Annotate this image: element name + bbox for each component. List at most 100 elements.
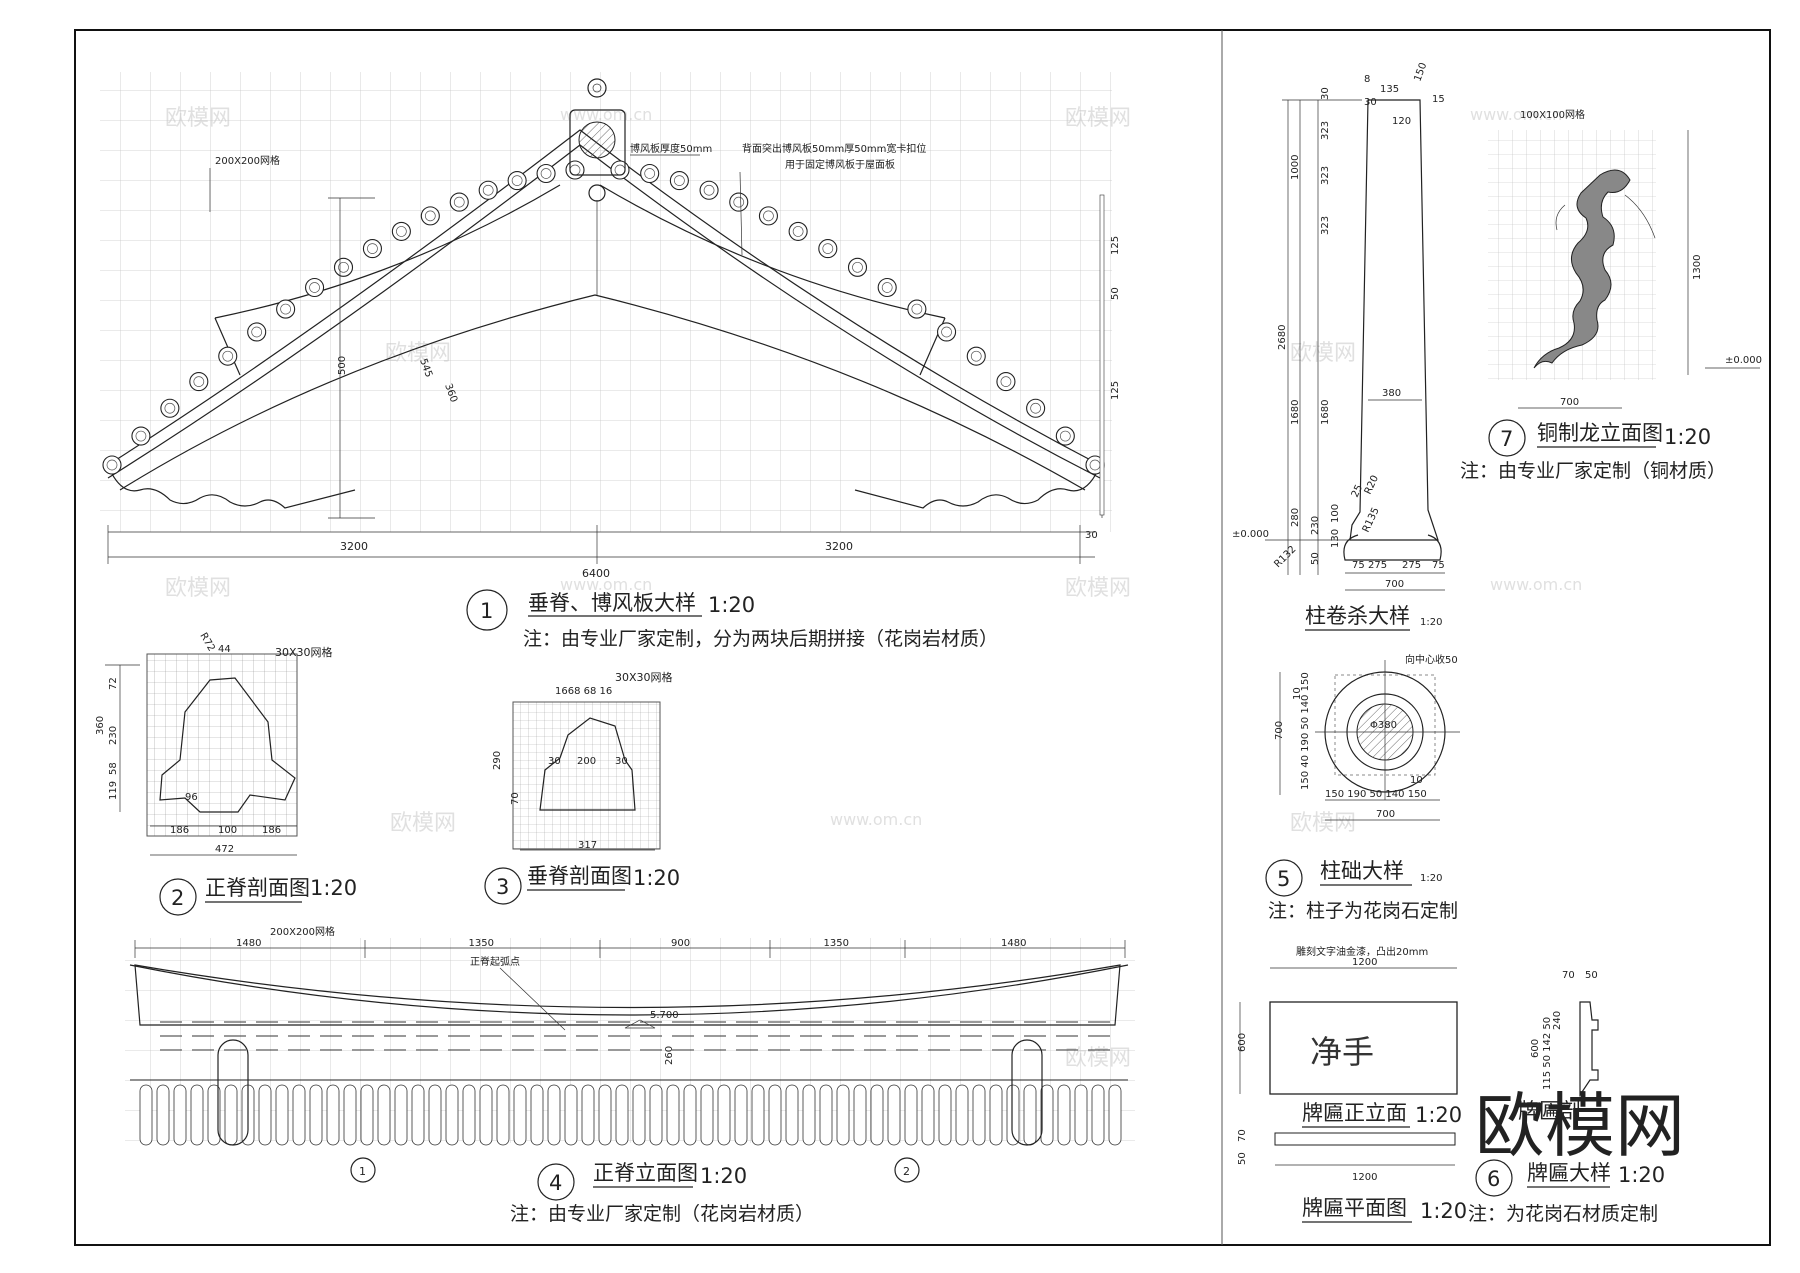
svg-text:700: 700 bbox=[1385, 579, 1404, 590]
ridge-tile bbox=[904, 1084, 918, 1146]
watermark-url: www.om.cn bbox=[1470, 105, 1562, 124]
panel-4-number: 4 bbox=[549, 1171, 562, 1195]
ridge-tile bbox=[581, 1084, 595, 1146]
roof-tile bbox=[610, 160, 630, 180]
ridge-tile bbox=[377, 1084, 391, 1146]
ridge-dim: 1480 bbox=[1001, 938, 1026, 949]
ridge-tile bbox=[139, 1084, 153, 1146]
plaque-text: 净手 bbox=[1310, 1033, 1374, 1071]
svg-text:1680: 1680 bbox=[1290, 400, 1301, 425]
ridge-tile bbox=[1057, 1084, 1071, 1146]
roof-tile bbox=[449, 192, 469, 212]
panel-2-number: 2 bbox=[171, 886, 184, 910]
panel-3-scale: 1:20 bbox=[633, 866, 680, 890]
dim-left-half: 3200 bbox=[340, 540, 368, 553]
ridge-tile bbox=[479, 1084, 493, 1146]
svg-text:44: 44 bbox=[218, 644, 231, 655]
svg-text:75: 75 bbox=[1352, 560, 1365, 571]
sheet-border bbox=[74, 29, 1771, 1246]
callout-backing-1: 背面突出博风板50mm厚50mm宽卡扣位 bbox=[742, 142, 926, 155]
svg-text:150 40 190 50 140 150: 150 40 190 50 140 150 bbox=[1300, 672, 1311, 790]
panel-7-scale: 1:20 bbox=[1664, 425, 1711, 449]
svg-text:119: 119 bbox=[108, 781, 119, 800]
ridge-tiles-row bbox=[130, 1079, 1128, 1146]
svg-text:75: 75 bbox=[1432, 560, 1445, 571]
panel-1-note: 注：由专业厂家定制，分为两块后期拼接（花岗岩材质） bbox=[523, 628, 998, 650]
roof-tile bbox=[305, 277, 325, 298]
svg-text:50: 50 bbox=[1310, 552, 1321, 565]
roof-tile bbox=[847, 257, 868, 277]
grid-label: 200X200网格 bbox=[215, 154, 280, 167]
roof-tile bbox=[507, 171, 527, 191]
side-title: 牌匾剖 bbox=[1518, 1099, 1581, 1123]
panel-1-number: 1 bbox=[480, 599, 493, 623]
ridge-tile bbox=[632, 1084, 646, 1146]
panel-1-scale: 1:20 bbox=[708, 593, 755, 617]
ridge-tile bbox=[836, 1084, 850, 1146]
panel-6-scale: 1:20 bbox=[1618, 1163, 1665, 1187]
svg-text:125: 125 bbox=[1110, 381, 1121, 400]
ridge-tile bbox=[955, 1084, 969, 1146]
svg-text:280: 280 bbox=[1290, 508, 1301, 527]
svg-text:100: 100 bbox=[1330, 504, 1341, 523]
dragon-figure bbox=[1533, 169, 1631, 369]
panel-2-scale: 1:20 bbox=[310, 876, 357, 900]
svg-text:96: 96 bbox=[185, 792, 198, 803]
watermark-url: www.om.cn bbox=[1490, 575, 1582, 594]
roof-tile bbox=[1026, 398, 1046, 418]
roof-tile bbox=[276, 299, 296, 319]
svg-text:130: 130 bbox=[1330, 529, 1341, 548]
watermark-url: www.om.cn bbox=[830, 810, 922, 829]
panel-3-number: 3 bbox=[496, 875, 509, 899]
svg-text:360: 360 bbox=[95, 716, 106, 735]
svg-text:323: 323 bbox=[1320, 216, 1331, 235]
front-title: 牌匾正立面 bbox=[1302, 1101, 1407, 1125]
panel-1-ridge-barge-detail: 200X200网格 博风板厚度50mm 背面突出博风板50mm厚50mm宽卡扣位… bbox=[100, 72, 1121, 650]
ridge-tile bbox=[258, 1084, 272, 1146]
axis-2: 2 bbox=[903, 1165, 910, 1178]
panel-1-title: 垂脊、博风板大样 bbox=[528, 591, 696, 615]
svg-text:1200: 1200 bbox=[1352, 957, 1377, 968]
roof-tile bbox=[640, 163, 660, 184]
column-mid-width: 380 bbox=[1382, 388, 1401, 399]
plaque-plan bbox=[1274, 1132, 1456, 1146]
panel-6-note: 注：为花岗石材质定制 bbox=[1468, 1203, 1658, 1225]
ridge-tile bbox=[802, 1084, 816, 1146]
panel-5-number: 5 bbox=[1277, 867, 1290, 891]
ridge-tile bbox=[530, 1084, 544, 1146]
ridge-tile bbox=[1074, 1084, 1088, 1146]
ridge-tile bbox=[1006, 1084, 1020, 1146]
svg-text:230: 230 bbox=[1310, 516, 1321, 535]
ridge-tile bbox=[853, 1084, 867, 1146]
ridge-tile bbox=[360, 1084, 374, 1146]
ridge-slats bbox=[160, 1021, 1110, 1051]
ridge-tile bbox=[666, 1084, 680, 1146]
ridge-tile bbox=[173, 1084, 187, 1146]
svg-text:125: 125 bbox=[1110, 236, 1121, 255]
svg-text:290: 290 bbox=[492, 751, 503, 770]
roof-tile bbox=[160, 398, 180, 418]
svg-text:275: 275 bbox=[1402, 560, 1421, 571]
svg-text:72: 72 bbox=[108, 677, 119, 690]
svg-text:240: 240 bbox=[1552, 1011, 1563, 1030]
panel-4-title: 正脊立面图 bbox=[593, 1161, 698, 1185]
callout-thickness: 博风板厚度50mm bbox=[630, 142, 712, 155]
ridge-tile bbox=[292, 1084, 306, 1146]
svg-text:500: 500 bbox=[337, 356, 348, 375]
svg-text:200: 200 bbox=[577, 756, 596, 767]
watermark-url: www.om.cn bbox=[560, 575, 652, 594]
ridge-tile bbox=[734, 1084, 748, 1146]
ridge-tile bbox=[547, 1084, 561, 1146]
svg-text:50: 50 bbox=[1110, 287, 1121, 300]
plan-title: 牌匾平面图 bbox=[1302, 1196, 1407, 1220]
svg-text:323: 323 bbox=[1320, 166, 1331, 185]
panel-4-note: 注：由专业厂家定制（花岗岩材质） bbox=[510, 1203, 814, 1225]
eave-curve-right bbox=[599, 184, 946, 319]
ridge-tile bbox=[445, 1084, 459, 1146]
svg-text:700: 700 bbox=[1376, 809, 1395, 820]
roof-tile bbox=[362, 239, 382, 259]
svg-text:260: 260 bbox=[664, 1046, 675, 1065]
roof-tile bbox=[536, 163, 556, 184]
panel-6-plaque: 雕刻文字油金漆，凸出20mm 1200 净手 600 牌匾正立面 1:20 12… bbox=[1237, 945, 1665, 1225]
dim-right-half: 3200 bbox=[825, 540, 853, 553]
